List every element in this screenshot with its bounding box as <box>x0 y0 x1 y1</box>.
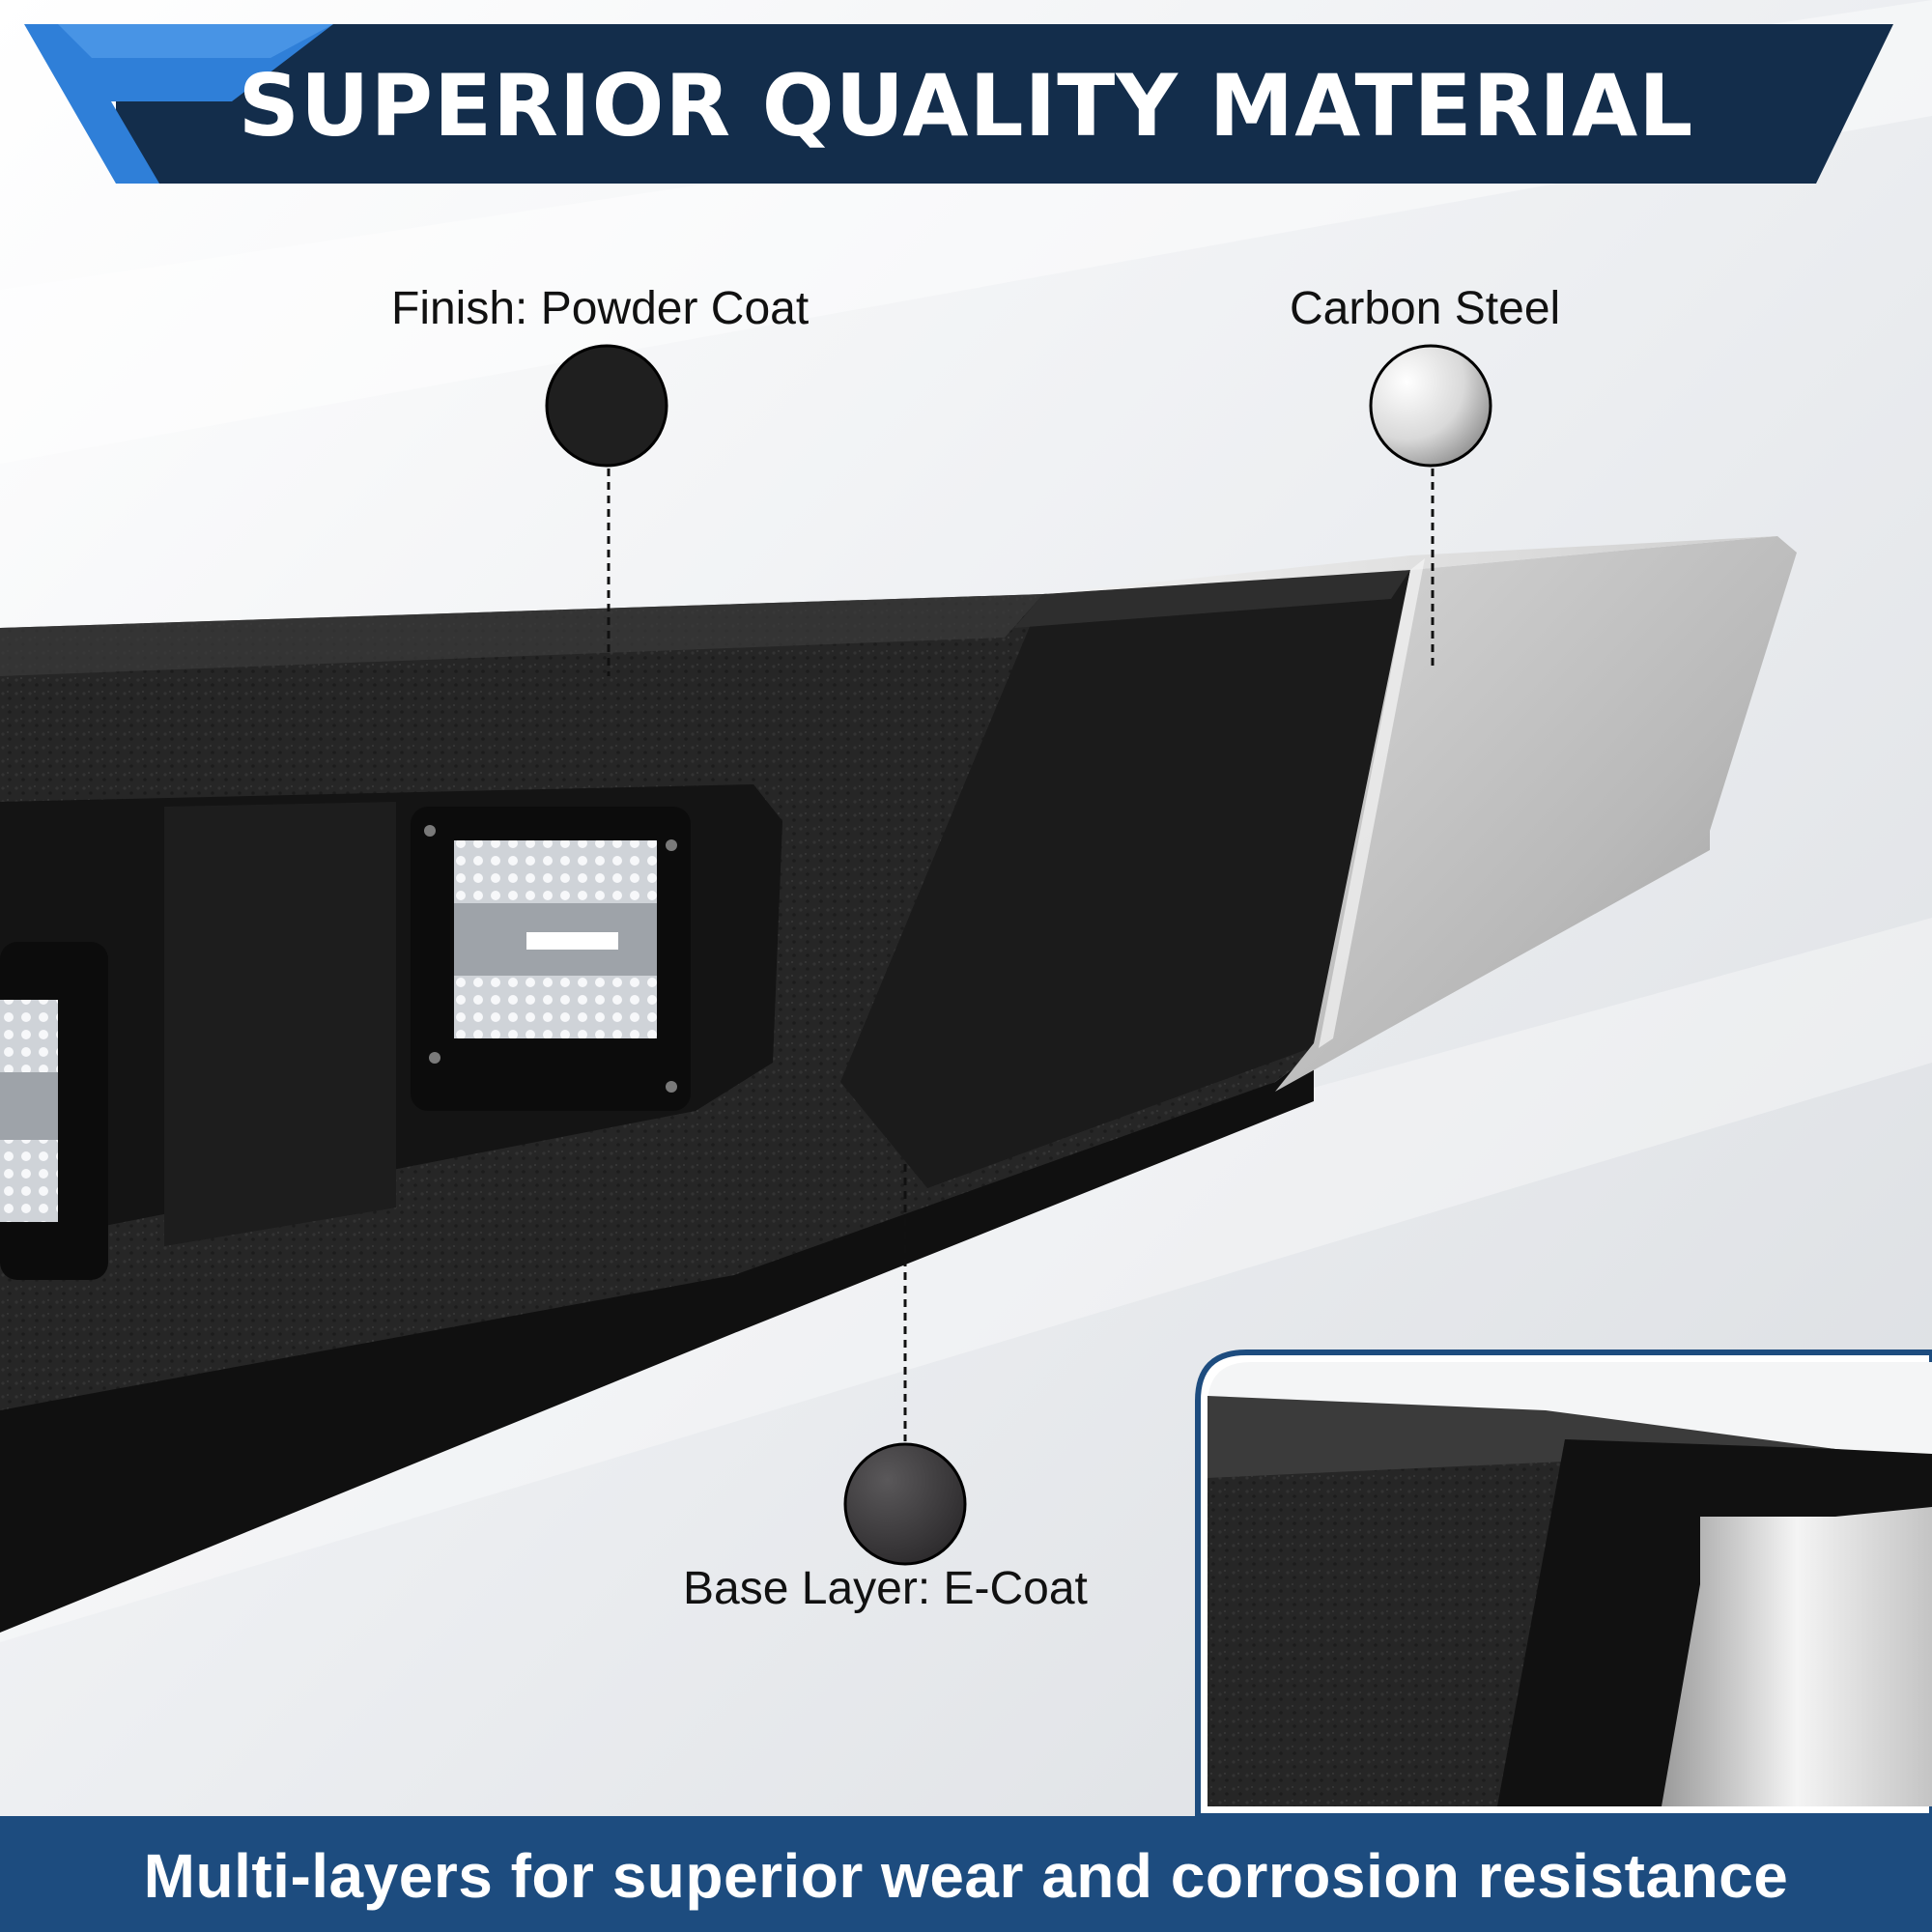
page-title: SUPERIOR QUALITY MATERIAL <box>238 56 1694 156</box>
e-coat-swatch <box>843 1164 967 1566</box>
callout-carbon-steel: Carbon Steel <box>1290 283 1561 334</box>
led-light-right <box>411 807 691 1111</box>
powder-coat-swatch <box>545 344 668 676</box>
bumper-ecoat-section <box>840 570 1410 1188</box>
footer-band <box>0 1816 1932 1932</box>
footer-tagline: Multi-layers for superior wear and corro… <box>143 1841 1789 1911</box>
header-banner <box>24 24 1893 184</box>
detail-inset <box>1195 1350 1932 1819</box>
carbon-steel-swatch <box>1369 344 1492 667</box>
bumper-steel-section <box>1043 536 1797 1092</box>
led-light-left <box>0 942 108 1280</box>
callout-powder-coat: Finish: Powder Coat <box>391 283 810 334</box>
callout-e-coat: Base Layer: E-Coat <box>683 1563 1088 1614</box>
